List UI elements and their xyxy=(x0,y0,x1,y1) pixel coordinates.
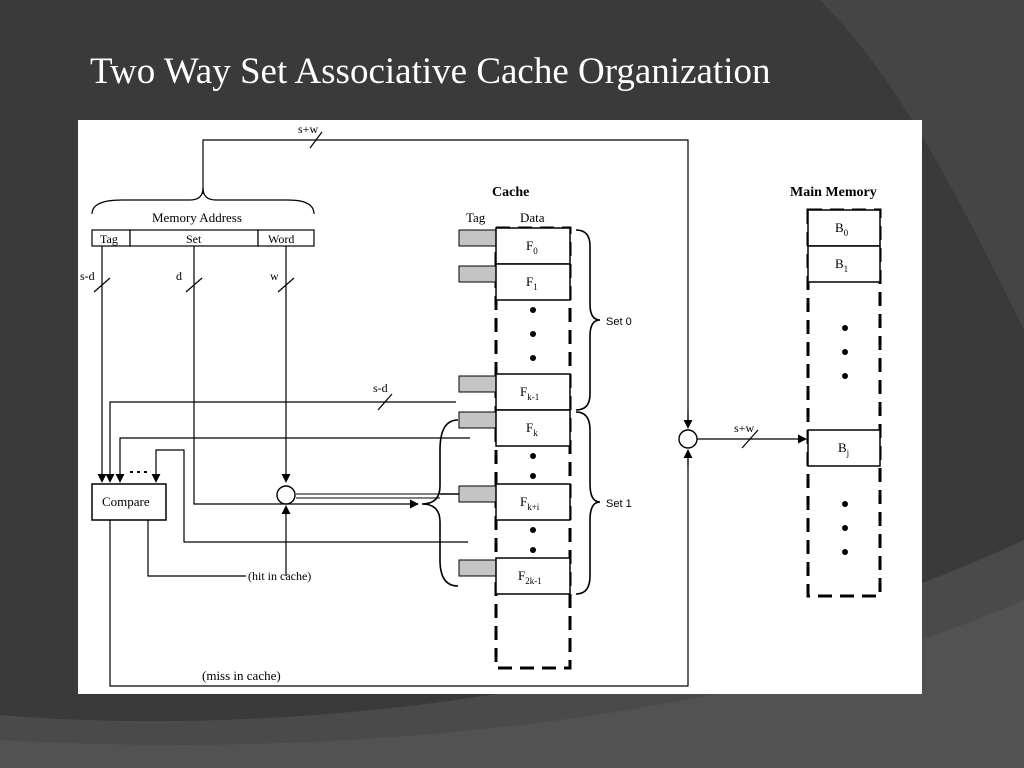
memory-address-label: Memory Address xyxy=(152,210,242,225)
address-bus-width-label: s+w xyxy=(298,122,318,136)
svg-text:Fk: Fk xyxy=(526,420,538,438)
tag-feedback-line-1 xyxy=(105,401,456,483)
memory-address-brace xyxy=(91,187,315,215)
miss-path-line xyxy=(109,450,689,687)
cache-column-outline xyxy=(494,226,572,670)
miss-label: (miss in cache) xyxy=(202,668,281,683)
svg-text:Fk-1: Fk-1 xyxy=(520,384,539,402)
compare-label: Compare xyxy=(102,494,150,509)
set0-label: Set 0 xyxy=(606,316,632,328)
word-field-label: Word xyxy=(268,232,294,246)
set1-select-brace xyxy=(421,419,459,587)
tag-feedback-line-2 xyxy=(115,437,470,483)
cache-ellipsis-set1a xyxy=(530,453,536,479)
set-bits-label: d xyxy=(176,269,182,283)
set-field-label: Set xyxy=(186,232,202,246)
main-memory-title: Main Memory xyxy=(790,185,877,200)
tag-field-label: Tag xyxy=(100,232,118,246)
address-bus-line xyxy=(202,139,689,420)
cache-line-2: Fk-1 xyxy=(458,373,571,411)
cache-data-column-label: Data xyxy=(520,210,545,225)
set-path-line xyxy=(193,246,206,505)
slide-title: Two Way Set Associative Cache Organizati… xyxy=(90,51,771,92)
tag-feedback-line-3 xyxy=(151,449,468,543)
set0-brace xyxy=(575,229,601,411)
word-bits-label: w xyxy=(270,269,279,283)
memory-block-1: B1 xyxy=(807,245,881,283)
cache-line-0: F0 xyxy=(458,227,571,265)
cache-title: Cache xyxy=(492,185,529,200)
memory-bus-width-label: s+w xyxy=(734,421,754,435)
memory-ellipsis-upper xyxy=(842,325,848,379)
svg-text:F0: F0 xyxy=(526,238,538,256)
bus-circle xyxy=(678,429,698,449)
cache-line-5: F2k-1 xyxy=(458,557,571,595)
svg-text:B1: B1 xyxy=(835,256,848,274)
memory-ellipsis-lower xyxy=(842,501,848,555)
cache-tag-column-label: Tag xyxy=(466,210,486,225)
compare-box xyxy=(91,483,167,521)
memory-block-0: B0 xyxy=(807,209,881,247)
tag-path-bits-label: s-d xyxy=(373,381,388,395)
address-bus-tick xyxy=(309,131,323,149)
cache-ellipsis-set0 xyxy=(530,307,536,361)
cache-line-1: F1 xyxy=(458,263,571,301)
address-field-word xyxy=(257,229,315,247)
cache-ellipsis-set1b xyxy=(530,527,536,553)
svg-text:B0: B0 xyxy=(835,220,849,238)
tag-bits-label: s-d xyxy=(80,269,95,283)
svg-text:Bj: Bj xyxy=(838,440,849,458)
hit-path-line xyxy=(147,520,246,577)
cache-diagram-svg: F0 F1 Fk-1 Fk Fk+i F2k-1 xyxy=(80,122,882,687)
svg-text:Fk+i: Fk+i xyxy=(520,494,540,512)
cache-diagram: F0 F1 Fk-1 Fk Fk+i F2k-1 xyxy=(78,120,922,694)
cache-line-3: Fk xyxy=(458,409,571,447)
mux-circle xyxy=(276,485,296,505)
cache-line-4: Fk+i xyxy=(458,483,571,521)
svg-text:F1: F1 xyxy=(526,274,538,292)
set1-brace xyxy=(575,411,601,595)
memory-block-j: Bj xyxy=(807,429,881,467)
set1-label: Set 1 xyxy=(606,498,632,510)
hit-label: (hit in cache) xyxy=(248,569,311,583)
svg-text:F2k-1: F2k-1 xyxy=(518,568,542,586)
